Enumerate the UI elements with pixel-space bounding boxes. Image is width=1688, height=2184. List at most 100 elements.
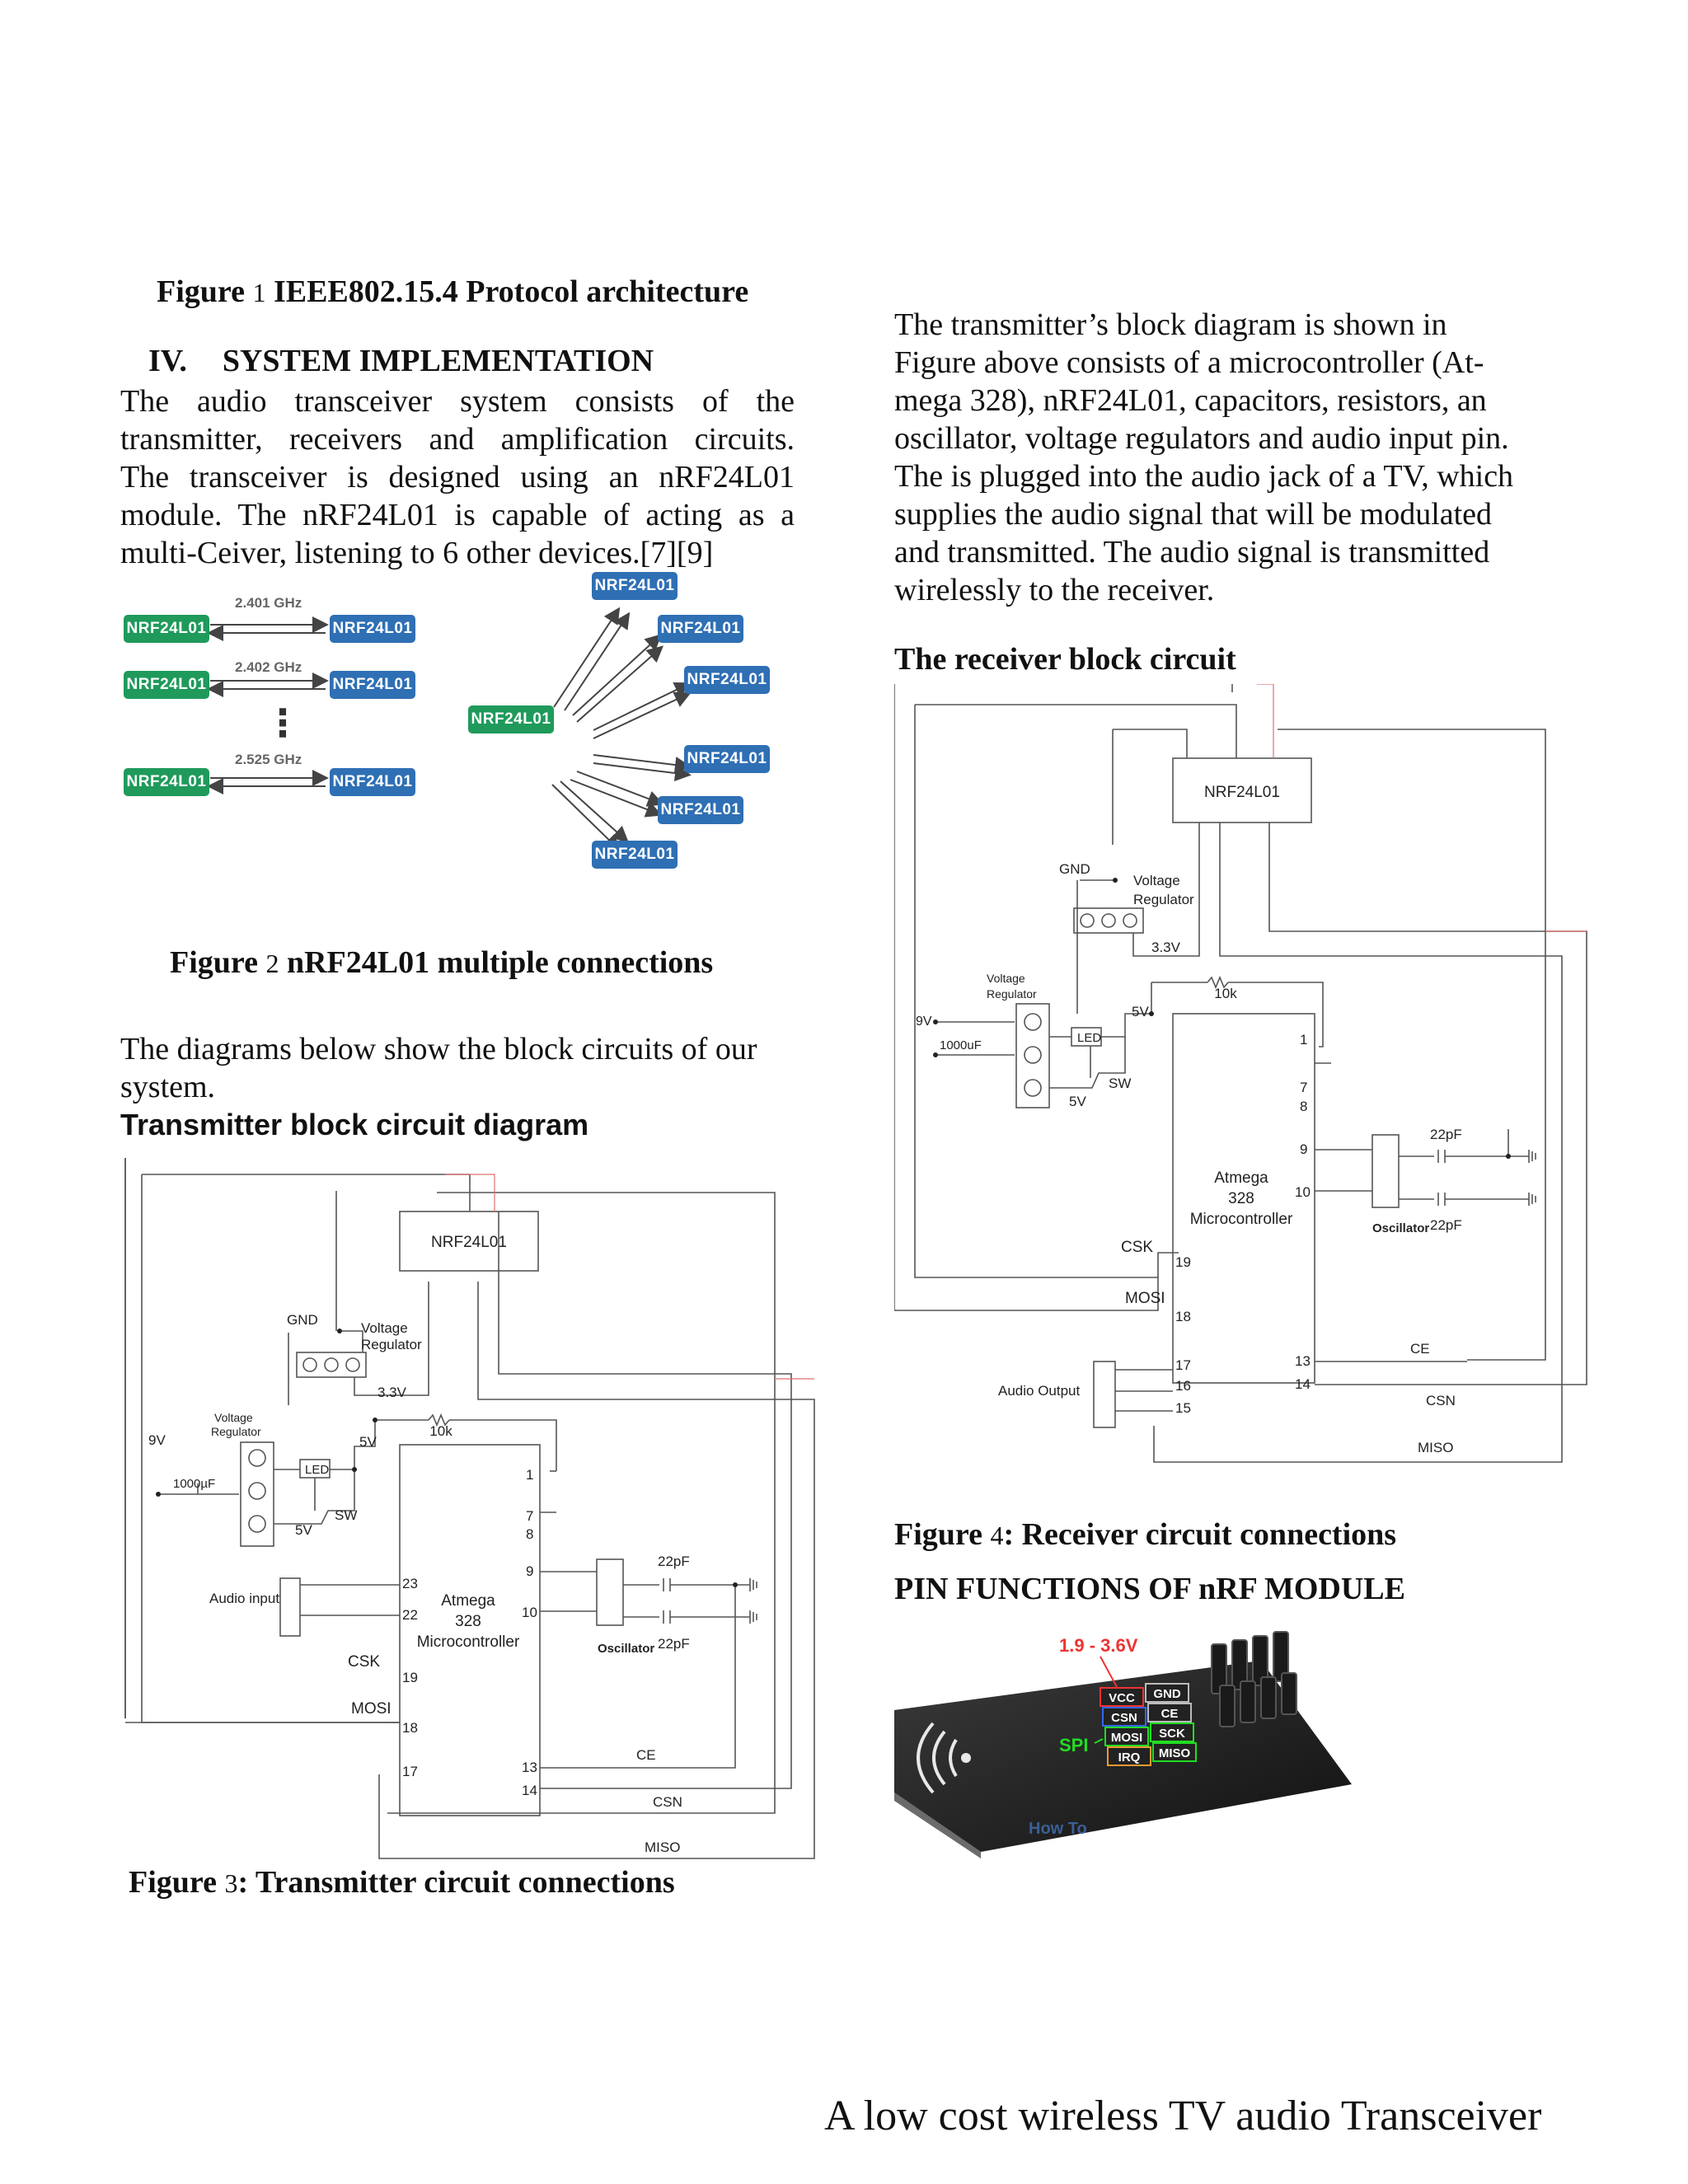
rx-mcu-label-2: 328 bbox=[1228, 1190, 1254, 1207]
rx-csk-label: CSK bbox=[1121, 1239, 1153, 1256]
rx-mcu-label-1: Atmega bbox=[1214, 1169, 1268, 1187]
tx-gnd-label: GND bbox=[287, 1312, 318, 1328]
tx-pin-23: 23 bbox=[402, 1576, 418, 1591]
tx-cap-label: 1000µF bbox=[173, 1477, 215, 1491]
tx-nrf-label: NRF24L01 bbox=[431, 1234, 507, 1251]
tx-pin-9: 9 bbox=[526, 1563, 533, 1579]
rx-pin-17: 17 bbox=[1175, 1357, 1191, 1373]
rx-vreg-label-1: Voltage bbox=[1133, 873, 1180, 888]
tx-led-label: LED bbox=[305, 1463, 329, 1477]
rx-pin-19: 19 bbox=[1175, 1254, 1191, 1270]
module-watermark: How To bbox=[1029, 1820, 1087, 1838]
chip-right-1: NRF24L01 bbox=[330, 615, 415, 643]
chip-node-1: NRF24L01 bbox=[592, 572, 678, 600]
chip-left-3: NRF24L01 bbox=[124, 768, 209, 796]
rx-res-label: 10k bbox=[1214, 986, 1237, 1001]
tx-pin-10: 10 bbox=[522, 1605, 537, 1620]
rx-c1-label: 22pF bbox=[1430, 1127, 1462, 1142]
rx-miso-label: MISO bbox=[1418, 1440, 1453, 1455]
pin-functions-heading: PIN FUNCTIONS OF nRF MODULE bbox=[894, 1572, 1405, 1606]
rx-pin-7: 7 bbox=[1300, 1080, 1307, 1095]
tx-pin-14: 14 bbox=[522, 1783, 537, 1798]
tx-pin-18: 18 bbox=[402, 1720, 418, 1736]
rx-vreg-small-1: Voltage bbox=[987, 972, 1025, 985]
tx-csk-label: CSK bbox=[348, 1653, 380, 1671]
pin-sck: SCK bbox=[1159, 1727, 1185, 1741]
rx-audio-label: Audio Output bbox=[998, 1383, 1081, 1399]
tx-5v-label-a: 5V bbox=[359, 1434, 377, 1450]
tx-miso-label: MISO bbox=[645, 1840, 680, 1855]
tx-pin-7: 7 bbox=[526, 1508, 533, 1524]
figure1-caption: Figure 1 IEEE802.15.4 Protocol architect… bbox=[157, 274, 749, 309]
nrf-module-image: VCC GND CSN CE MOSI SCK IRQ MISO 1.9 - 3… bbox=[894, 1631, 1352, 1858]
rx-pin-9: 9 bbox=[1300, 1141, 1307, 1157]
rx-sw-label: SW bbox=[1109, 1076, 1131, 1091]
rx-vreg-label-2: Regulator bbox=[1133, 892, 1194, 907]
chip-node-3: NRF24L01 bbox=[684, 666, 770, 694]
module-spi-label: SPI bbox=[1059, 1735, 1088, 1755]
rx-pin-13: 13 bbox=[1295, 1353, 1311, 1369]
chip-left-1: NRF24L01 bbox=[124, 615, 209, 643]
pin-vcc: VCC bbox=[1109, 1691, 1135, 1705]
tx-pin-22: 22 bbox=[402, 1607, 418, 1623]
section-heading: IV. SYSTEM IMPLEMENTATION bbox=[148, 344, 654, 378]
pin-ce: CE bbox=[1161, 1707, 1179, 1721]
figure2-diagram: 2.401 GHz 2.402 GHz 2.525 GHz ⋮ NRF24L01… bbox=[115, 569, 791, 874]
tx-v33-label: 3.3V bbox=[377, 1385, 407, 1400]
tx-pin-1: 1 bbox=[526, 1467, 533, 1483]
tx-vreg-small-1: Voltage bbox=[214, 1411, 253, 1424]
module-voltage-label: 1.9 - 3.6V bbox=[1059, 1635, 1138, 1656]
freq-label-1: 2.401 GHz bbox=[235, 595, 302, 611]
rx-csn-label: CSN bbox=[1426, 1393, 1456, 1408]
pin-gnd: GND bbox=[1153, 1687, 1181, 1701]
chip-node-4: NRF24L01 bbox=[684, 745, 770, 773]
chip-node-6: NRF24L01 bbox=[592, 841, 678, 869]
rx-led-label: LED bbox=[1077, 1031, 1101, 1045]
rx-5v-label-a: 5V bbox=[1132, 1004, 1149, 1019]
tx-mcu-label-3: Microcontroller bbox=[417, 1633, 520, 1651]
rx-pin-16: 16 bbox=[1175, 1378, 1191, 1394]
freq-label-2: 2.402 GHz bbox=[235, 659, 302, 675]
tx-mcu-label-1: Atmega bbox=[441, 1592, 495, 1610]
tx-mcu-label-2: 328 bbox=[455, 1613, 481, 1630]
rx-pin-18: 18 bbox=[1175, 1309, 1191, 1324]
rx-osc-label: Oscillator bbox=[1372, 1221, 1429, 1235]
tx-sw-label: SW bbox=[335, 1507, 357, 1523]
freq-label-3: 2.525 GHz bbox=[235, 752, 302, 767]
figure3-caption: Figure 3: Transmitter circuit connection… bbox=[129, 1865, 675, 1900]
tx-pin-19: 19 bbox=[402, 1670, 418, 1685]
rx-pin-15: 15 bbox=[1175, 1400, 1191, 1416]
rx-pin-1: 1 bbox=[1300, 1032, 1307, 1047]
receiver-circuit: NRF24L01 GND Voltage Regulator 3.3V Volt… bbox=[894, 684, 1587, 1463]
tx-c1-label: 22pF bbox=[658, 1554, 690, 1569]
tx-pin-17: 17 bbox=[402, 1764, 418, 1779]
transmitter-circuit: NRF24L01 GND Voltage Regulator 3.3V Volt… bbox=[124, 1158, 815, 1859]
tx-pin-13: 13 bbox=[522, 1760, 537, 1775]
rx-pin-10: 10 bbox=[1295, 1184, 1311, 1200]
rx-nrf-label: NRF24L01 bbox=[1204, 784, 1280, 801]
transmitter-heading: Transmitter block circuit diagram bbox=[120, 1108, 589, 1141]
tx-5v-label-b: 5V bbox=[295, 1522, 312, 1538]
rx-pin-8: 8 bbox=[1300, 1099, 1307, 1114]
tx-csn-label: CSN bbox=[653, 1794, 682, 1810]
pin-miso: MISO bbox=[1159, 1746, 1191, 1760]
tx-c2-label: 22pF bbox=[658, 1636, 690, 1652]
tx-vreg-small-2: Regulator bbox=[211, 1425, 261, 1438]
figure2-arrows bbox=[207, 607, 692, 851]
rx-v33-label: 3.3V bbox=[1151, 940, 1181, 955]
receiver-heading: The receiver block circuit bbox=[894, 642, 1236, 677]
figure4-caption: Figure 4: Receiver circuit connections bbox=[894, 1517, 1397, 1552]
pin-irq: IRQ bbox=[1118, 1750, 1141, 1765]
rx-cap-label: 1000uF bbox=[940, 1038, 982, 1052]
chip-right-3: NRF24L01 bbox=[330, 768, 415, 796]
tx-9v-label: 9V bbox=[148, 1432, 166, 1448]
tx-mosi-label: MOSI bbox=[351, 1700, 392, 1718]
tx-vreg-label-1: Voltage bbox=[361, 1320, 408, 1336]
rx-c2-label: 22pF bbox=[1430, 1217, 1462, 1233]
rx-9v-label: 9V bbox=[916, 1015, 932, 1029]
tx-pin-8: 8 bbox=[526, 1526, 533, 1542]
rx-mcu-label-3: Microcontroller bbox=[1190, 1211, 1293, 1228]
ellipsis-dots: ⋮ bbox=[264, 701, 302, 745]
chip-right-2: NRF24L01 bbox=[330, 671, 415, 699]
tx-res-label: 10k bbox=[429, 1423, 452, 1439]
